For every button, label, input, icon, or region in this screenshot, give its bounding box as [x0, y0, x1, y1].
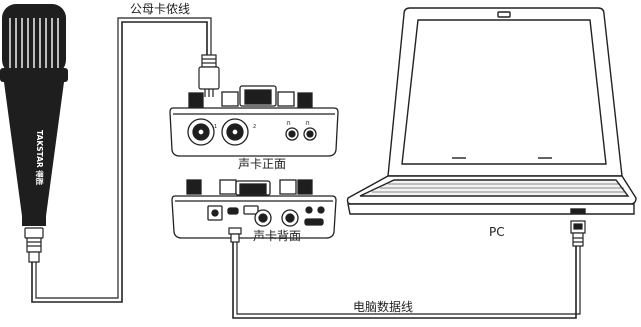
- xlr-connector-interface: [198, 54, 220, 97]
- usb-cable: [232, 240, 577, 319]
- svg-text:∩: ∩: [286, 119, 291, 127]
- label-usb-cable: 电脑数据线: [353, 299, 413, 314]
- usb-c-plug: [228, 227, 242, 243]
- svg-text:∩: ∩: [305, 119, 310, 127]
- microphone: TAKSTAR 得胜: [0, 4, 68, 226]
- audio-interface-back: [171, 179, 337, 239]
- usb-a-plug: [570, 220, 586, 247]
- svg-text:2: 2: [253, 124, 256, 130]
- label-pc: PC: [489, 225, 505, 239]
- label-interface-back: 声卡背面: [253, 229, 301, 243]
- xlr-cable: [31, 21, 208, 303]
- audio-interface-front: 1 2 ∩ ∩: [169, 85, 339, 157]
- label-xlr-cable: 公母卡侬线: [130, 2, 190, 16]
- xlr-connector-mic: [24, 227, 44, 263]
- mic-brand: TAKSTAR 得胜: [35, 130, 45, 186]
- label-interface-front: 声卡正面: [238, 157, 286, 171]
- laptop: [346, 7, 637, 215]
- svg-text:1: 1: [214, 124, 217, 130]
